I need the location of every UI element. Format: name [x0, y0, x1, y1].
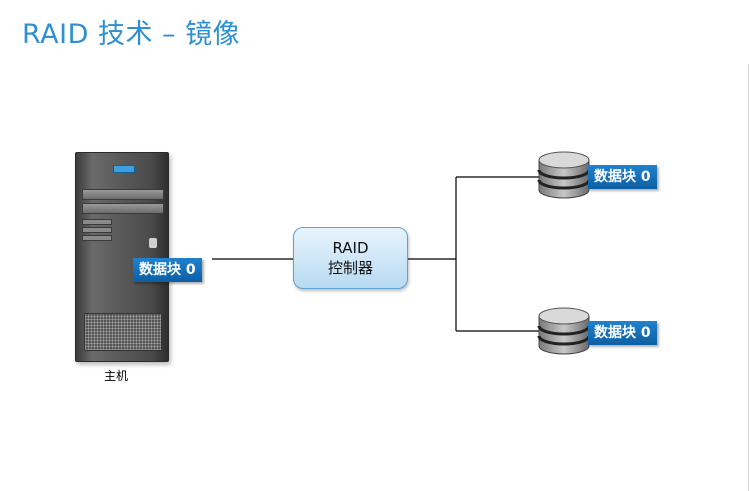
server-slot [82, 235, 112, 241]
server-grille [84, 313, 162, 351]
server-drive-bay [82, 189, 164, 200]
controller-label-line2: 控制器 [327, 259, 373, 277]
server-led [113, 165, 135, 173]
host-server-icon [75, 152, 169, 362]
host-label: 主机 [104, 369, 129, 383]
server-power-button [149, 238, 157, 248]
disk-1-icon [537, 151, 591, 199]
disk-2-data-block-tag: 数据块 0 [588, 321, 657, 345]
server-slot [82, 219, 112, 225]
server-drive-bay [82, 203, 164, 214]
disk-1-data-block-tag: 数据块 0 [588, 165, 657, 189]
server-slot [82, 227, 112, 233]
controller-label-line1: RAID [332, 239, 369, 257]
host-data-block-tag: 数据块 0 [133, 258, 202, 282]
disk-2-icon [537, 307, 591, 355]
slide-title: RAID 技术 – 镜像 [22, 19, 241, 50]
raid-controller-box: RAID 控制器 [293, 227, 408, 289]
